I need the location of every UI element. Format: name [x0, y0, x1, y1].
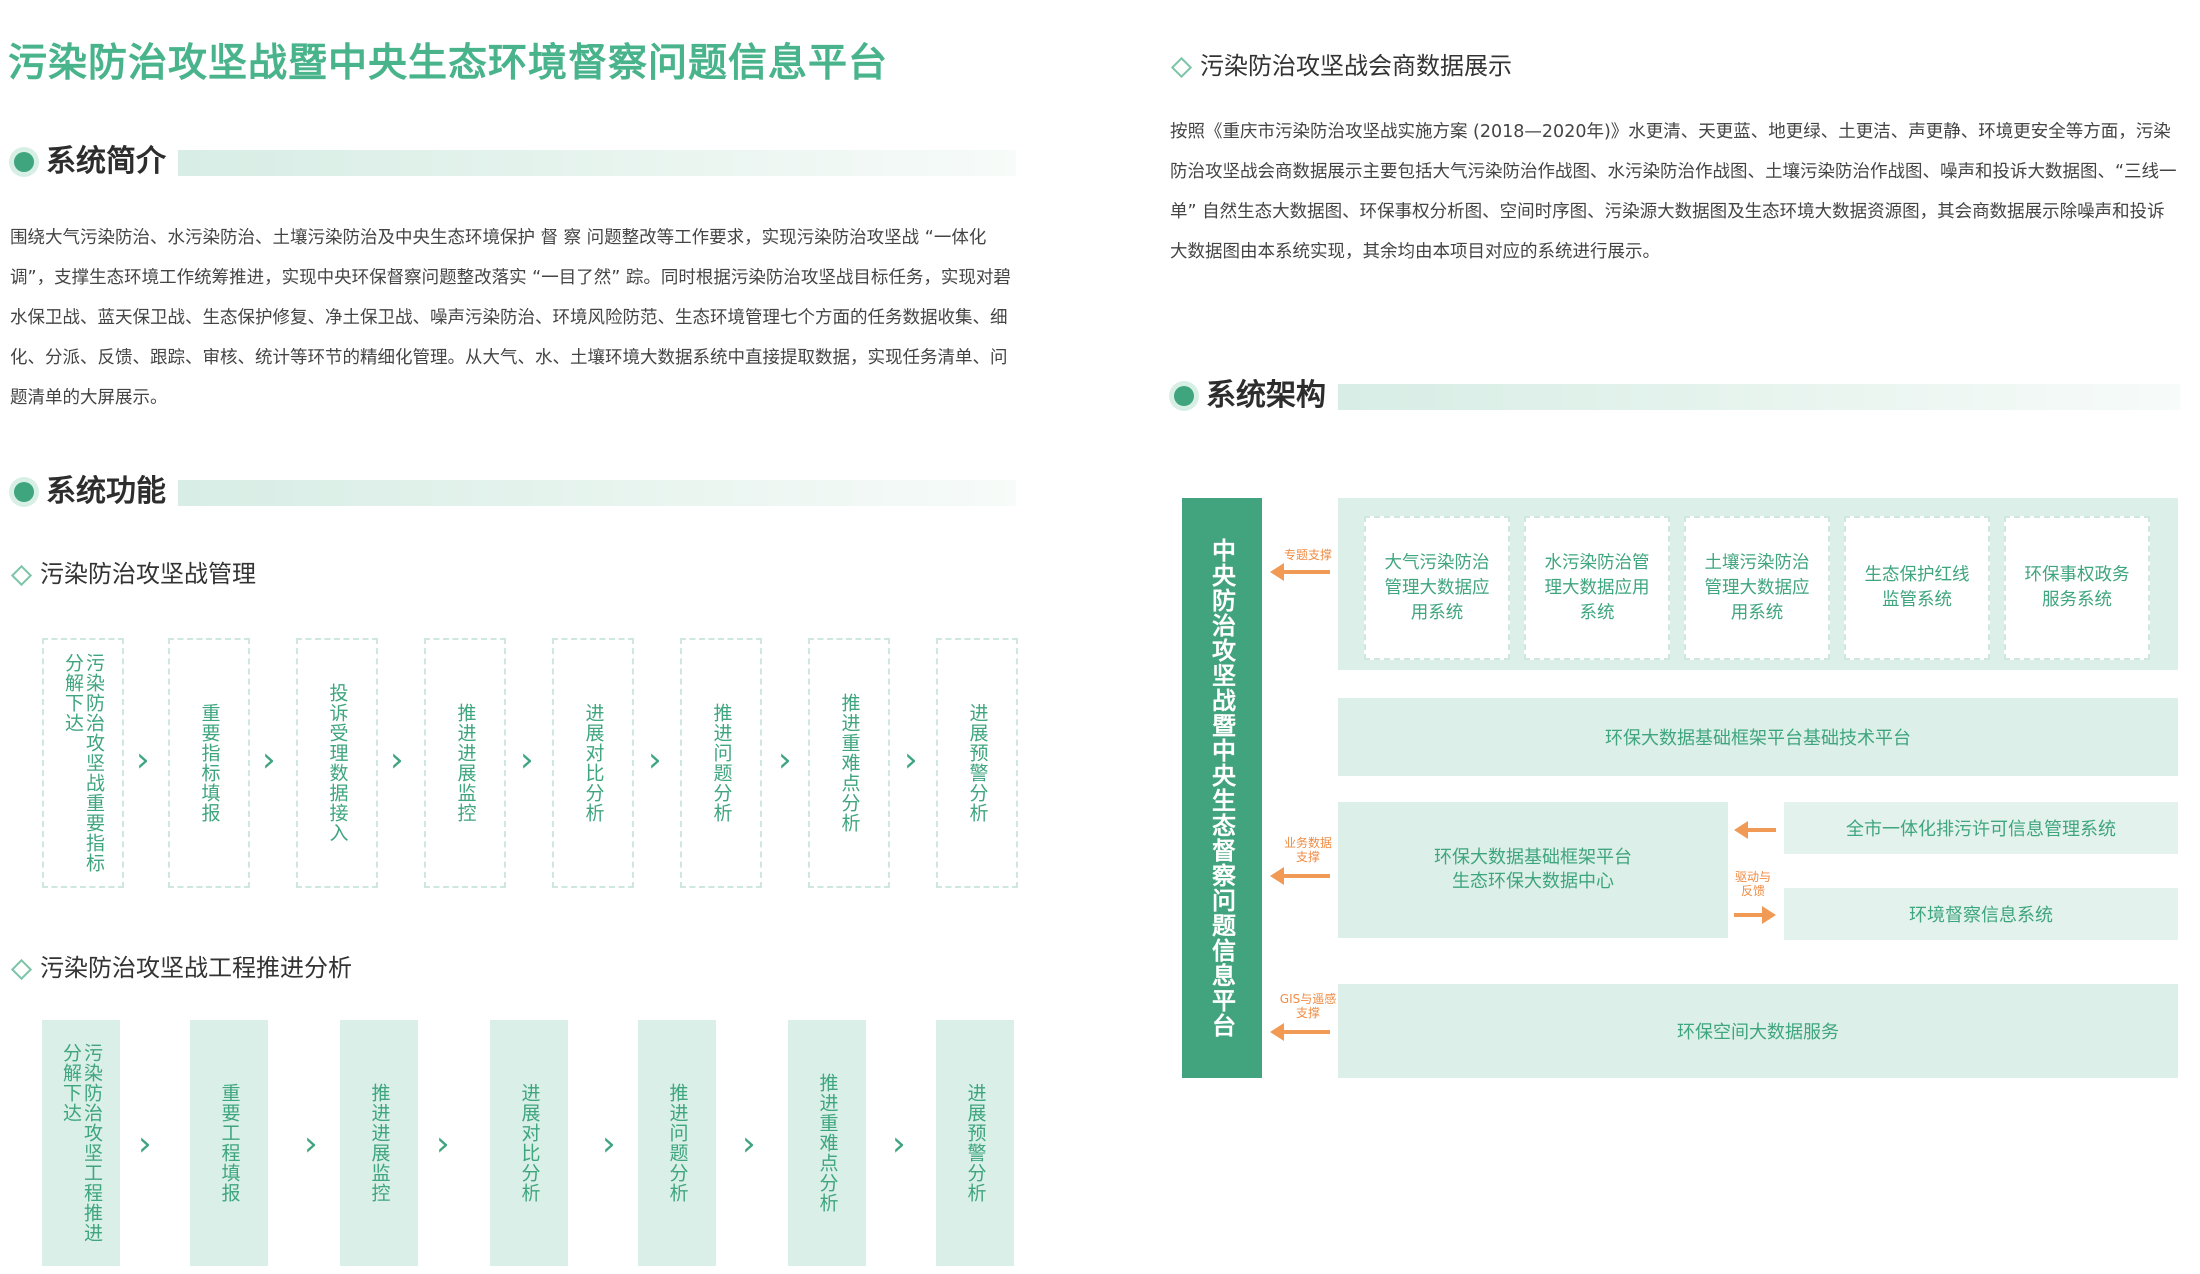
chevron-right-icon: ›: [390, 740, 404, 780]
mgmt-step-label: 推进进展监控: [454, 703, 477, 823]
section-intro-title: 系统简介: [46, 144, 166, 179]
project-step-6: 推进重难点分析: [788, 1020, 866, 1266]
arrow-left-icon: [1270, 867, 1330, 885]
supervision-system-label: 环境督察信息系统: [1909, 905, 2053, 926]
mgmt-step-label: 推进问题分析: [710, 703, 733, 823]
project-step-label: 推进进展监控: [368, 1083, 391, 1203]
data-center-label: 环保大数据基础框架平台 生态环保大数据中心: [1434, 847, 1632, 892]
chevron-right-icon: ›: [778, 740, 792, 780]
business-support-label: 业务数据 支撑: [1283, 836, 1332, 864]
mgmt-step-label: 进展预警分析: [966, 703, 989, 823]
mgmt-step-3: 投诉受理数据接入: [296, 638, 378, 888]
mgmt-step-4: 推进进展监控: [424, 638, 506, 888]
project-step-label: 进展预警分析: [964, 1083, 987, 1203]
project-step-label: 污染防治攻坚工程推进 分解下达: [60, 1043, 103, 1243]
intro-paragraph: 围绕大气污染防治、水污染防治、土壤污染防治及中央生态环境保护 督 察 问题整改等…: [10, 228, 1011, 408]
section-functions-header: 系统功能: [8, 472, 1016, 512]
section-divider: [1338, 384, 2180, 410]
project-step-label: 推进重难点分析: [816, 1073, 839, 1213]
app-card-air: 大气污染防治 管理大数据应 用系统: [1364, 516, 1510, 660]
topic-support-label: 专题支撑: [1283, 548, 1332, 562]
project-step-2: 重要工程填报: [190, 1020, 268, 1266]
subsection-chamber-header: 污染防治攻坚战会商数据展示: [1168, 50, 1868, 82]
chevron-right-icon: ›: [138, 1124, 152, 1164]
subsection-mgmt-header: 污染防治攻坚战管理: [8, 558, 608, 590]
project-step-label: 进展对比分析: [518, 1083, 541, 1203]
subsection-project-header: 污染防治攻坚战工程推进分析: [8, 952, 608, 984]
architecture-pillar-label: 中央防治攻坚战暨中央生态督察问题信息平台: [1207, 538, 1236, 1038]
chevron-right-icon: ›: [742, 1124, 756, 1164]
project-step-label: 重要工程填报: [218, 1083, 241, 1203]
mgmt-step-5: 进展对比分析: [552, 638, 634, 888]
project-step-3: 推进进展监控: [340, 1020, 418, 1266]
subsection-project-title: 污染防治攻坚战工程推进分析: [40, 954, 352, 982]
section-architecture-title: 系统架构: [1206, 378, 1326, 413]
data-center-box: 环保大数据基础框架平台 生态环保大数据中心: [1338, 802, 1728, 938]
base-platform-label: 环保大数据基础框架平台基础技术平台: [1605, 728, 1911, 749]
subsection-chamber-title: 污染防治攻坚战会商数据展示: [1200, 52, 1512, 80]
project-step-7: 进展预警分析: [936, 1020, 1014, 1266]
page-title: 污染防治攻坚战暨中央生态环境督察问题信息平台: [8, 41, 889, 86]
supervision-system-bar: 环境督察信息系统: [1784, 888, 2178, 940]
chevron-right-icon: ›: [904, 740, 918, 780]
chamber-paragraph: 按照《重庆市污染防治攻坚战实施方案 (2018—2020年)》水更清、天更蓝、地…: [1170, 122, 2177, 262]
project-step-1: 污染防治攻坚工程推进 分解下达: [42, 1020, 120, 1266]
chevron-right-icon: ›: [262, 740, 276, 780]
chevron-right-icon: ›: [304, 1124, 318, 1164]
app-card-label: 环保事权政务 服务系统: [2024, 565, 2130, 610]
section-intro-header: 系统简介: [8, 142, 1016, 182]
project-step-4: 进展对比分析: [490, 1020, 568, 1266]
app-card-affairs: 环保事权政务 服务系统: [2004, 516, 2150, 660]
section-functions-title: 系统功能: [46, 474, 166, 509]
spatial-service-bar: 环保空间大数据服务: [1338, 984, 2178, 1078]
bullet-dot-icon: [14, 152, 34, 172]
mgmt-step-label: 重要指标填报: [198, 703, 221, 823]
app-card-water: 水污染防治管 理大数据应用 系统: [1524, 516, 1670, 660]
permit-system-label: 全市一体化排污许可信息管理系统: [1846, 819, 2116, 840]
app-card-label: 大气污染防治 管理大数据应 用系统: [1384, 552, 1490, 623]
chevron-right-icon: ›: [892, 1124, 906, 1164]
mgmt-step-label: 污染防治攻坚战重要指标 分解下达: [62, 653, 105, 873]
permit-system-bar: 全市一体化排污许可信息管理系统: [1784, 802, 2178, 854]
mgmt-step-label: 进展对比分析: [582, 703, 605, 823]
spatial-service-label: 环保空间大数据服务: [1677, 1022, 1839, 1043]
app-card-label: 水污染防治管 理大数据应用 系统: [1544, 552, 1650, 623]
arrow-left-icon: [1734, 821, 1776, 839]
bullet-dot-icon: [14, 482, 34, 502]
mgmt-step-8: 进展预警分析: [936, 638, 1018, 888]
app-card-label: 生态保护红线 监管系统: [1864, 565, 1970, 610]
app-card-soil: 土壤污染防治 管理大数据应 用系统: [1684, 516, 1830, 660]
mgmt-step-label: 推进重难点分析: [838, 693, 861, 833]
gis-support-label: GIS与遥感 支撑: [1279, 992, 1337, 1020]
mgmt-step-7: 推进重难点分析: [808, 638, 890, 888]
diamond-icon: [1170, 56, 1193, 79]
architecture-pillar: 中央防治攻坚战暨中央生态督察问题信息平台: [1182, 498, 1262, 1078]
arrow-left-icon: [1270, 563, 1330, 581]
project-step-5: 推进问题分析: [638, 1020, 716, 1266]
arrow-right-icon: [1734, 906, 1776, 924]
diamond-icon: [10, 564, 33, 587]
project-step-label: 推进问题分析: [666, 1083, 689, 1203]
mgmt-step-2: 重要指标填报: [168, 638, 250, 888]
mgmt-step-6: 推进问题分析: [680, 638, 762, 888]
mgmt-step-1: 污染防治攻坚战重要指标 分解下达: [42, 638, 124, 888]
section-divider: [178, 480, 1016, 506]
section-divider: [178, 150, 1016, 176]
drive-feedback-label: 驱动与 反馈: [1734, 870, 1771, 898]
base-platform-bar: 环保大数据基础框架平台基础技术平台: [1338, 698, 2178, 776]
app-card-redline: 生态保护红线 监管系统: [1844, 516, 1990, 660]
diamond-icon: [10, 958, 33, 981]
arrow-left-icon: [1270, 1023, 1330, 1041]
chevron-right-icon: ›: [648, 740, 662, 780]
bullet-dot-icon: [1174, 386, 1194, 406]
subsection-mgmt-title: 污染防治攻坚战管理: [40, 560, 256, 588]
section-architecture-header: 系统架构: [1168, 376, 2180, 416]
chevron-right-icon: ›: [520, 740, 534, 780]
mgmt-step-label: 投诉受理数据接入: [326, 683, 349, 843]
chevron-right-icon: ›: [602, 1124, 616, 1164]
chevron-right-icon: ›: [436, 1124, 450, 1164]
chevron-right-icon: ›: [136, 740, 150, 780]
app-card-label: 土壤污染防治 管理大数据应 用系统: [1704, 552, 1810, 623]
